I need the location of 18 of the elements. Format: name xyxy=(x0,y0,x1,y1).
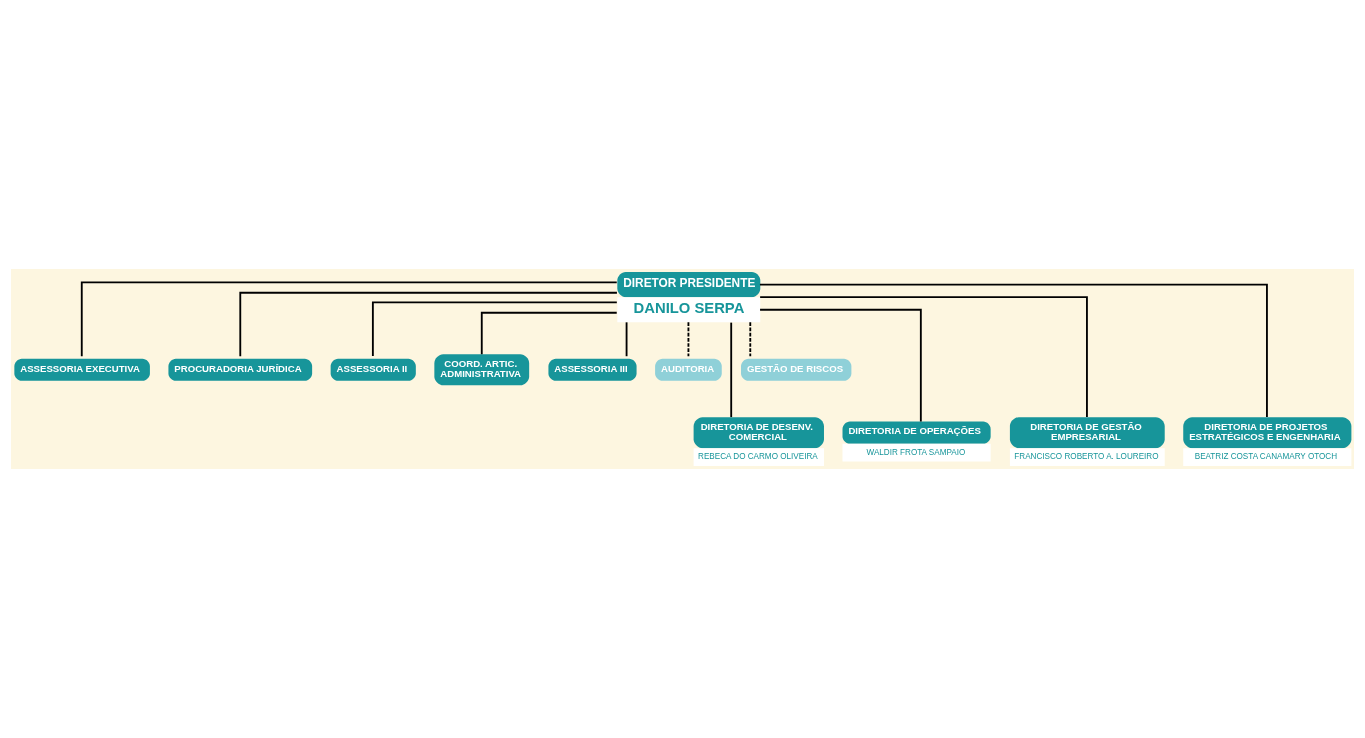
node-box: GESTÃO DE RISCOS xyxy=(741,358,852,381)
node-box: ASSESSORIA EXECUTIVA xyxy=(14,358,150,381)
connector xyxy=(371,301,618,358)
connector xyxy=(749,321,752,358)
node-box: PROCURADORIA JURÍDICA xyxy=(168,358,313,381)
connector xyxy=(239,291,618,358)
node-box: ASSESSORIA II xyxy=(330,358,416,381)
connector xyxy=(759,308,922,423)
node-box: COORD. ARTIC. ADMINISTRATIVA xyxy=(434,354,530,386)
node-box: ASSESSORIA III xyxy=(548,358,637,381)
connector xyxy=(730,321,733,418)
connector xyxy=(625,321,628,358)
connector xyxy=(480,311,618,356)
connector xyxy=(759,283,1268,418)
connector xyxy=(759,296,1088,418)
connector xyxy=(80,281,618,358)
connector xyxy=(687,321,690,358)
node-box: AUDITORIA xyxy=(655,358,722,381)
